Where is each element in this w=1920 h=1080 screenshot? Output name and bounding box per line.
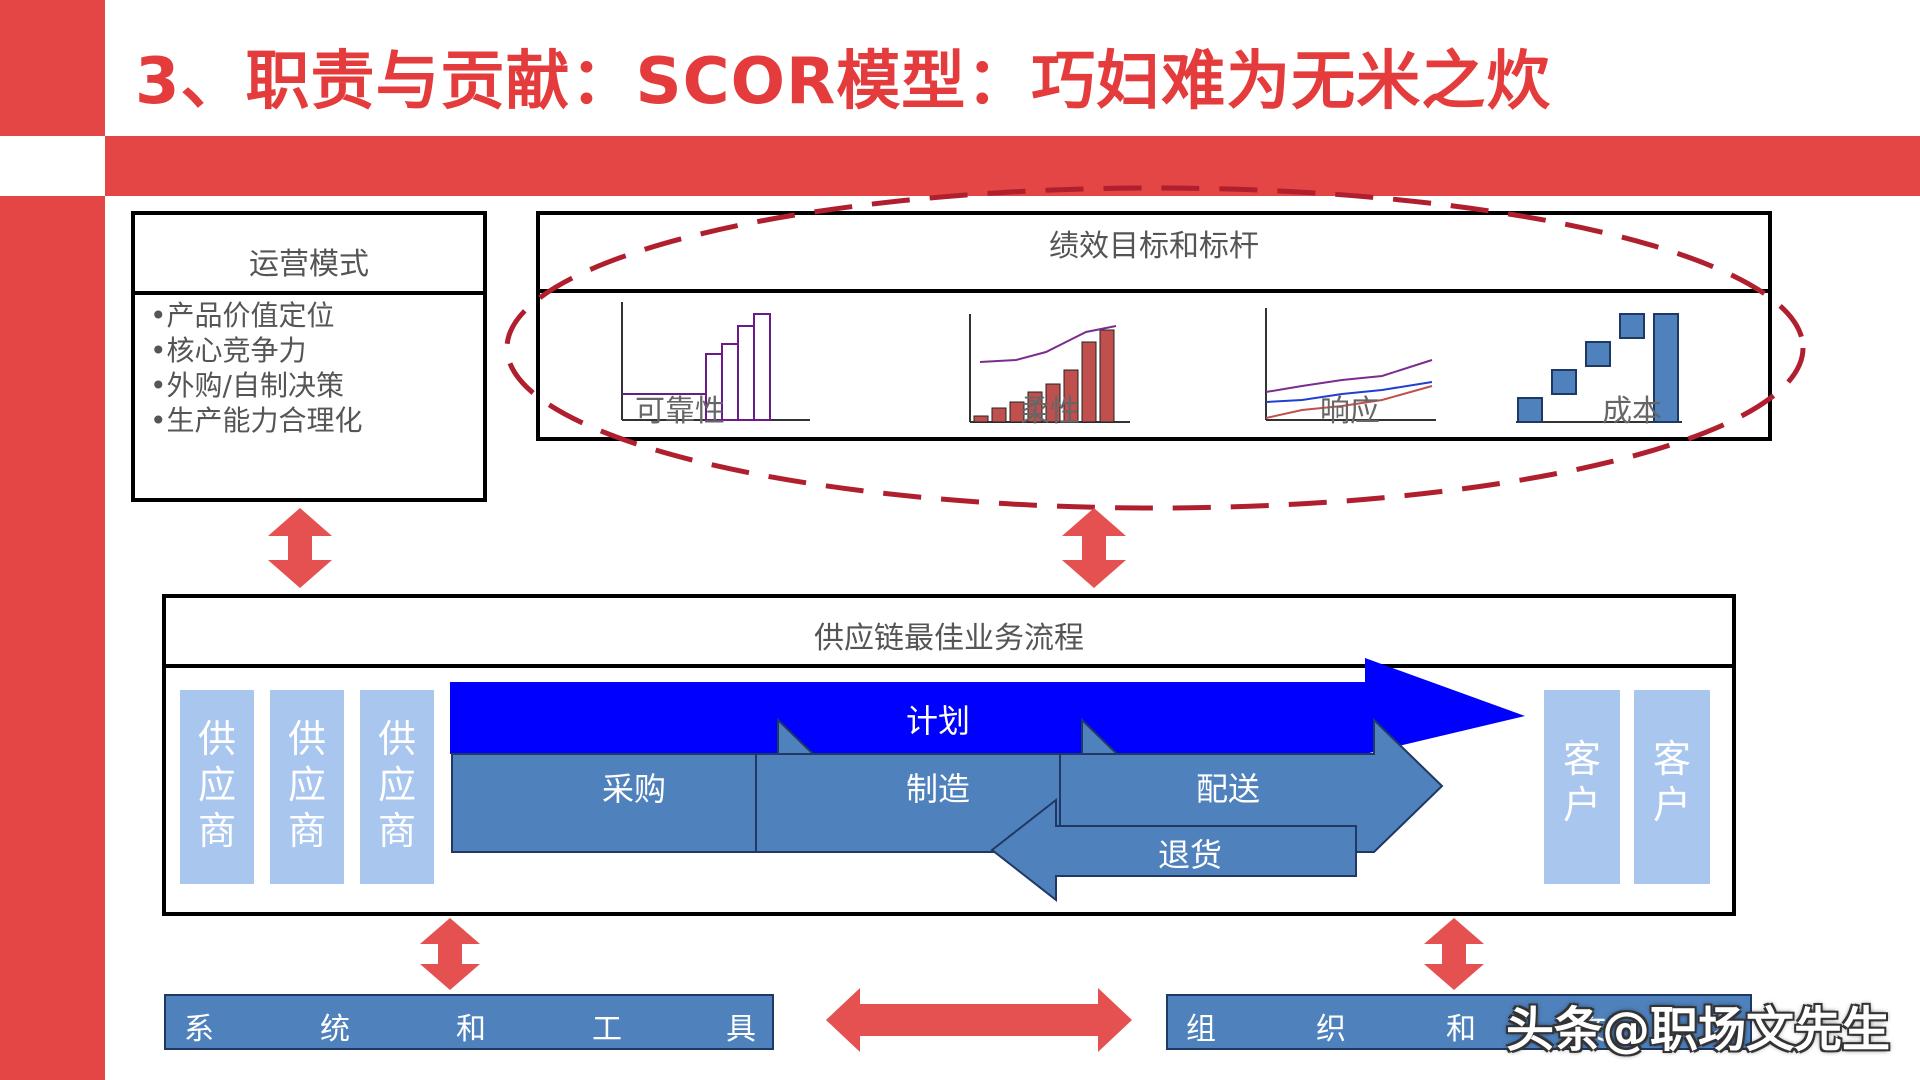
- cost-label: 成本: [1602, 394, 1662, 429]
- arrow-shape: [1062, 508, 1126, 588]
- flexibility-label: 柔性: [1020, 394, 1080, 429]
- chart-bar: [1009, 401, 1025, 423]
- plan-arrow: [450, 658, 1525, 754]
- block-char: 供: [197, 717, 236, 761]
- chart-bar: [1045, 383, 1061, 423]
- chart-bar: [1517, 397, 1543, 423]
- operations-item: •外购/自制决策: [150, 369, 344, 402]
- source-label: 采购: [602, 770, 667, 808]
- organization-culture-bar: 组 织 和 文 化: [1166, 994, 1752, 1050]
- chart-line: [622, 354, 707, 395]
- block-char: 户: [1562, 783, 1601, 827]
- chart-line: [1265, 385, 1433, 419]
- title-underline-band: [105, 136, 1920, 196]
- block-char: 客: [1652, 737, 1691, 781]
- chart-bar: [1027, 391, 1043, 423]
- performance-divider: [540, 289, 1768, 293]
- chart-bar: [973, 415, 989, 423]
- watermark: 头条@职场文先生: [1505, 1002, 1890, 1058]
- block-char: 应: [377, 763, 416, 807]
- systems-char: 系: [184, 1012, 214, 1047]
- responsiveness-chart: [1265, 308, 1436, 421]
- chart-line: [1265, 359, 1433, 393]
- block-char: 客: [1562, 737, 1601, 781]
- responsiveness-label: 响应: [1320, 394, 1380, 429]
- operations-item: •生产能力合理化: [150, 404, 363, 437]
- process-title: 供应链最佳业务流程: [814, 621, 1084, 656]
- systems-tools-bar: 系 统 和 工 具: [164, 994, 774, 1050]
- operations-item: •产品价值定位: [150, 299, 335, 332]
- arrow-shape: [268, 508, 332, 588]
- arrow-shape: [420, 918, 480, 990]
- block-char: 应: [287, 763, 326, 807]
- reliability-label: 可靠性: [635, 394, 725, 429]
- chart-bar: [753, 313, 771, 421]
- cost-chart: [1516, 313, 1682, 423]
- systems-char: 具: [726, 1012, 756, 1047]
- double-arrow-vertical: [1424, 918, 1484, 990]
- supplier-block: 供应商: [360, 690, 434, 884]
- block-char: 供: [377, 717, 416, 761]
- chart-bar: [1619, 313, 1645, 339]
- slide-title: 3、职责与贡献：SCOR模型：巧妇难为无米之炊: [135, 45, 1552, 119]
- chart-bar: [1653, 313, 1679, 423]
- organization-char: 织: [1316, 1012, 1346, 1047]
- chart-line: [1265, 381, 1433, 403]
- performance-box: 绩效目标和标杆: [536, 211, 1772, 441]
- make-label: 制造: [906, 770, 971, 808]
- arrow-shape: [826, 988, 1132, 1052]
- organization-char: 组: [1186, 1012, 1216, 1047]
- chart-bar: [1063, 369, 1079, 423]
- chart-bar: [1081, 341, 1097, 423]
- block-char: 商: [287, 809, 326, 853]
- chart-bar: [1551, 369, 1577, 395]
- plan-label: 计划: [906, 702, 971, 740]
- deliver-label: 配送: [1196, 770, 1261, 808]
- operations-box: 运营模式: [131, 211, 487, 502]
- double-arrow-horizontal: [826, 988, 1132, 1052]
- block-char: 户: [1652, 783, 1691, 827]
- block-char: 商: [197, 809, 236, 853]
- customer-block: 客户: [1544, 690, 1620, 884]
- operations-item: •核心竞争力: [150, 334, 307, 367]
- systems-char: 统: [320, 1012, 350, 1047]
- reliability-chart: [621, 302, 810, 421]
- organization-char: 化: [1704, 1012, 1734, 1047]
- systems-char: 和: [456, 1012, 486, 1047]
- block-char: 应: [197, 763, 236, 807]
- organization-char: 和: [1446, 1012, 1476, 1047]
- arrow-shape: [1424, 918, 1484, 990]
- block-char: 商: [377, 809, 416, 853]
- flexibility-chart: [969, 314, 1130, 423]
- operations-title: 运营模式: [249, 247, 369, 282]
- highlight-ellipse: [504, 185, 1806, 511]
- return-label: 退货: [1158, 836, 1223, 874]
- chart-bar: [1585, 341, 1611, 367]
- left-accent-gap: [0, 136, 105, 196]
- block-char: 供: [287, 717, 326, 761]
- operations-list: •产品价值定位 •核心竞争力 •外购/自制决策 •生产能力合理化: [150, 298, 363, 438]
- dashed-ellipse: [504, 185, 1806, 511]
- supplier-block: 供应商: [270, 690, 344, 884]
- process-divider: [166, 664, 1732, 668]
- chart-bar: [991, 407, 1007, 423]
- supplier-block: 供应商: [180, 690, 254, 884]
- customer-block: 客户: [1634, 690, 1710, 884]
- systems-char: 工: [592, 1012, 622, 1047]
- return-arrow: [990, 797, 1357, 903]
- chart-bar: [1099, 329, 1115, 423]
- organization-char: 文: [1576, 1012, 1606, 1047]
- double-arrow-vertical: [268, 508, 332, 588]
- chart-line: [979, 325, 1117, 363]
- double-arrow-vertical: [1062, 508, 1126, 588]
- process-arrows: [450, 658, 1525, 903]
- operations-divider: [135, 291, 483, 295]
- double-arrow-vertical: [420, 918, 480, 990]
- performance-title: 绩效目标和标杆: [1049, 229, 1259, 264]
